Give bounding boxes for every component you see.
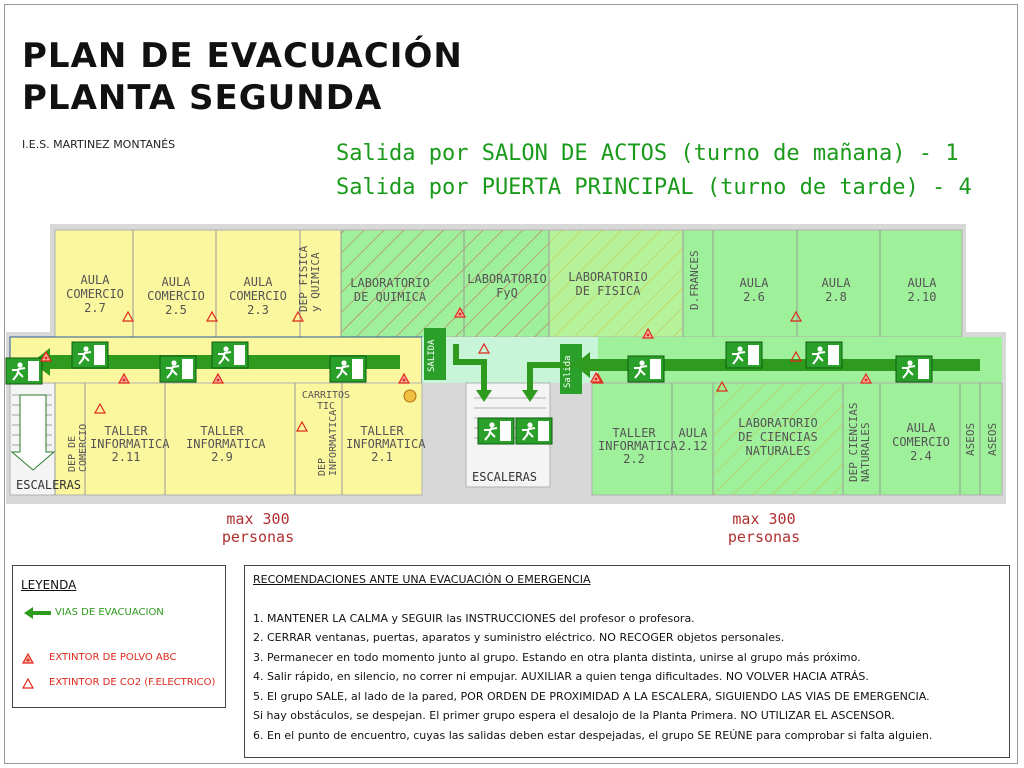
legend-abc: EXTINTOR DE POLVO ABC bbox=[49, 652, 177, 663]
rec-line: 6. En el punto de encuentro, cuyas las s… bbox=[253, 729, 933, 742]
salida-sign-2: Salida bbox=[563, 355, 573, 388]
exit-morning: Salida por SALON DE ACTOS (turno de maña… bbox=[336, 141, 959, 166]
rec-line: 4. Salir rápido, en silencio, no correr … bbox=[253, 670, 869, 683]
rec-line: 5. El grupo SALE, al lado de la pared, P… bbox=[253, 690, 930, 703]
plan-title: PLAN DE EVACUACIÓN bbox=[22, 36, 463, 76]
rec-line: 1. MANTENER LA CALMA y SEGUIR las INSTRU… bbox=[253, 612, 695, 625]
escaleras-left: ESCALERAS bbox=[16, 478, 82, 492]
plan-subtitle: PLANTA SEGUNDA bbox=[22, 78, 383, 118]
exit-afternoon: Salida por PUERTA PRINCIPAL (turno de ta… bbox=[336, 175, 972, 200]
extinguisher-co2-icon bbox=[21, 677, 35, 689]
legend-box: LEYENDA VIAS DE EVACUACION EXTINTOR DE P… bbox=[12, 565, 226, 708]
recommendations-title: RECOMENDACIONES ANTE UNA EVACUACIÓN O EM… bbox=[253, 573, 591, 586]
legend-co2: EXTINTOR DE CO2 (F.ELECTRICO) bbox=[49, 677, 216, 688]
school-name: I.E.S. MARTINEZ MONTANÉS bbox=[22, 138, 176, 151]
page-frame bbox=[4, 4, 1018, 764]
legend-route: VIAS DE EVACUACION bbox=[55, 607, 164, 618]
recommendations-box: RECOMENDACIONES ANTE UNA EVACUACIÓN O EM… bbox=[244, 565, 1010, 758]
legend-title: LEYENDA bbox=[21, 578, 77, 592]
rec-line: Si hay obstáculos, se despejan. El prime… bbox=[253, 709, 895, 722]
escaleras-center: ESCALERAS bbox=[472, 470, 538, 484]
salida-sign-1: SALIDA bbox=[427, 339, 437, 372]
route-arrow-icon bbox=[24, 607, 51, 619]
aseos-1: ASEOS bbox=[964, 422, 977, 456]
rec-line: 3. Permanecer en todo momento junto al g… bbox=[253, 651, 861, 664]
extinguisher-abc-icon bbox=[21, 652, 35, 664]
dept-frances: D.FRANCES bbox=[688, 250, 701, 310]
rec-line: 2. CERRAR ventanas, puertas, aparatos y … bbox=[253, 631, 785, 644]
aseos-2: ASEOS bbox=[986, 422, 999, 456]
